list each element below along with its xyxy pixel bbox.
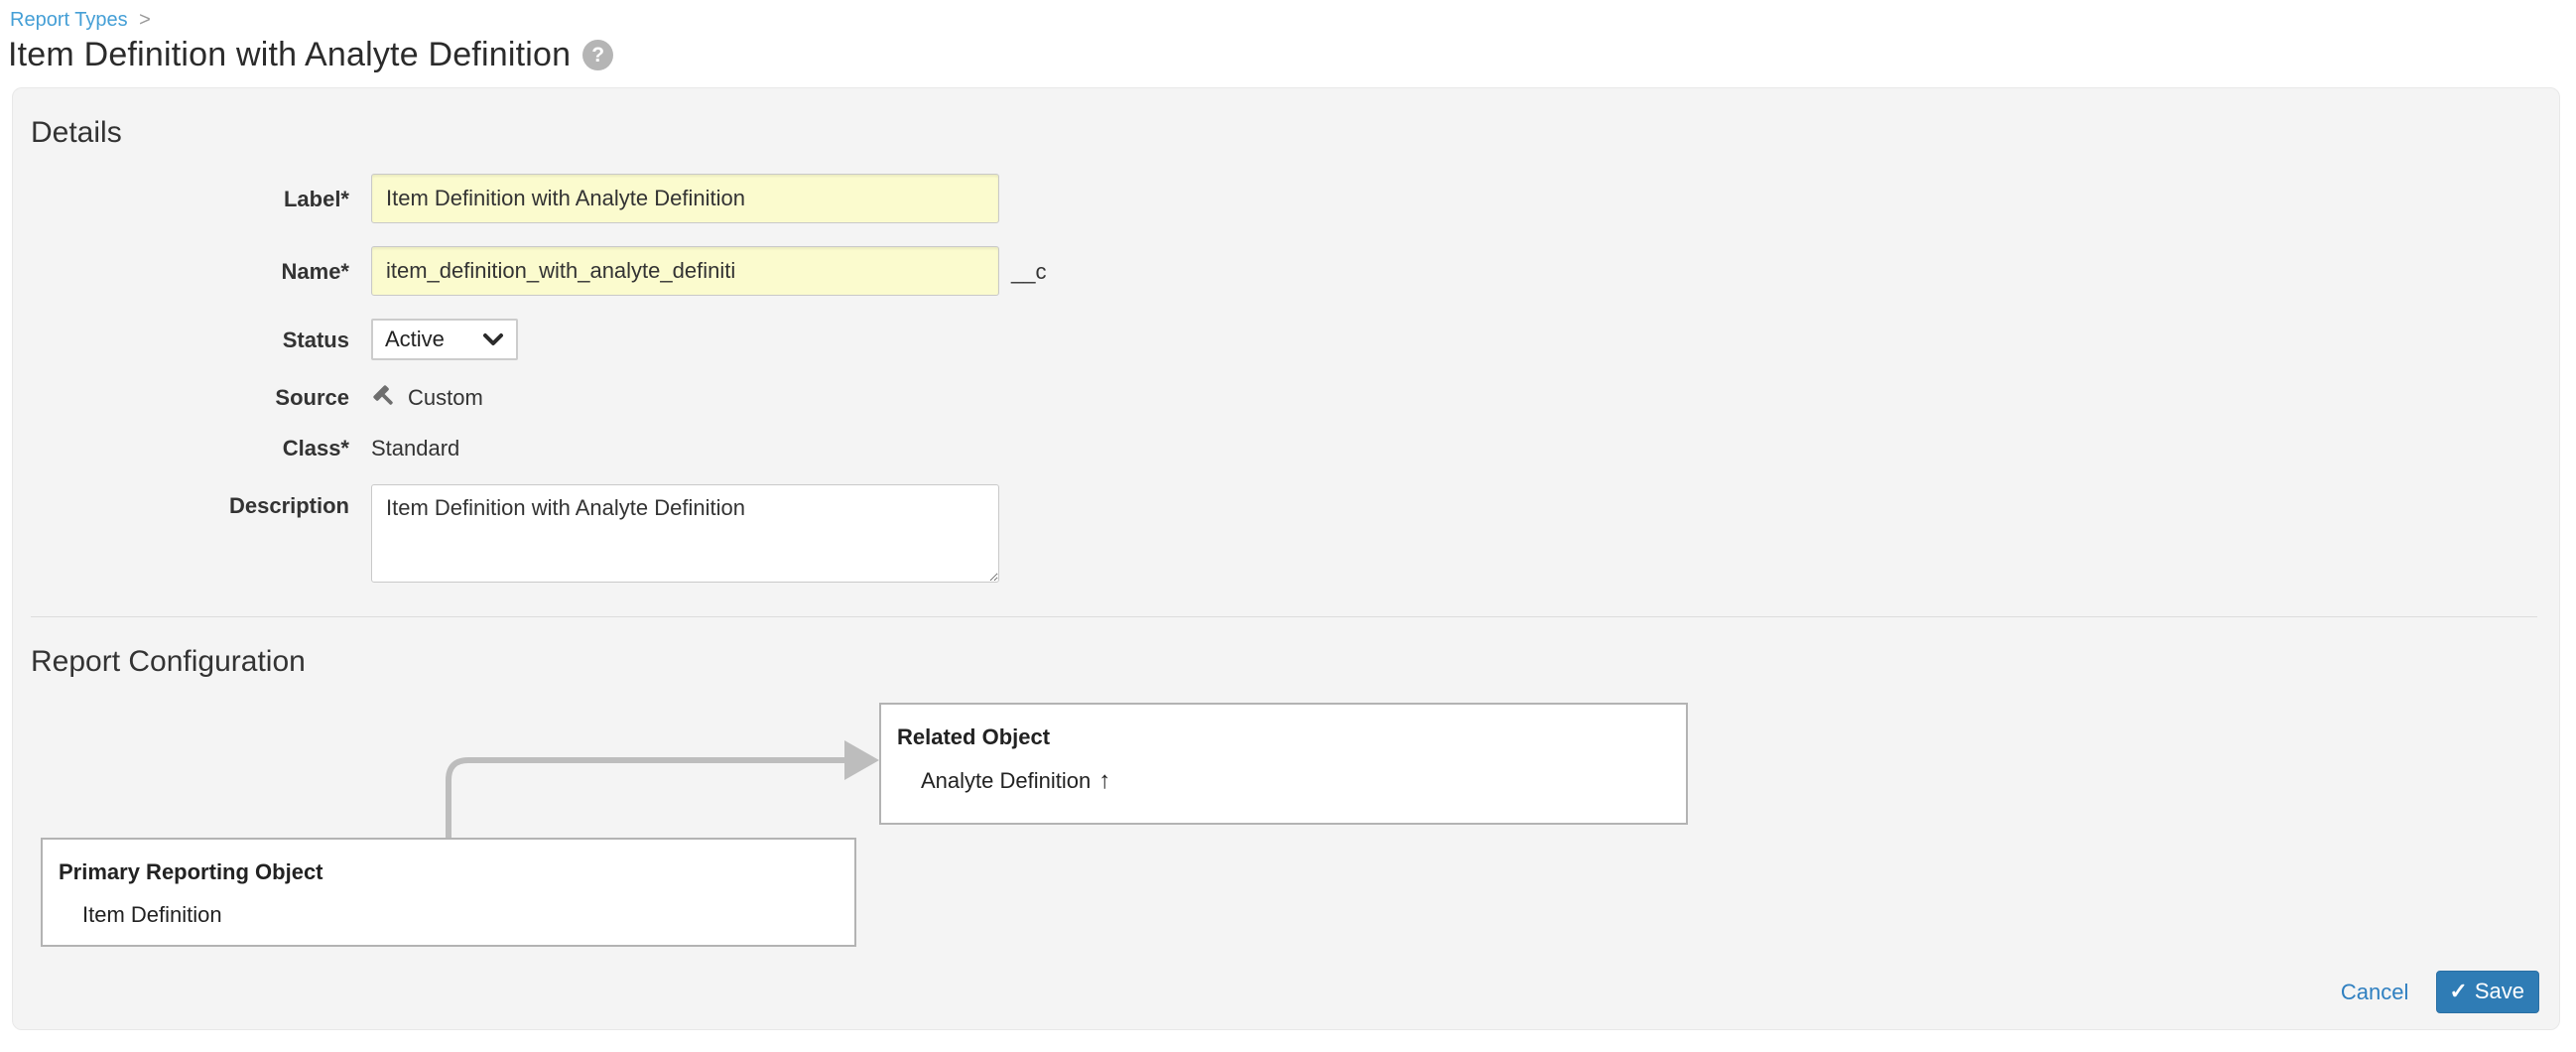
save-button[interactable]: ✓ Save: [2436, 971, 2539, 1013]
description-textarea[interactable]: Item Definition with Analyte Definition: [371, 484, 999, 583]
name-input[interactable]: [371, 246, 999, 296]
breadcrumb-report-types-link[interactable]: Report Types: [10, 9, 128, 31]
report-configuration-heading: Report Configuration: [31, 645, 306, 678]
up-arrow-icon: ↑: [1098, 767, 1111, 794]
source-row: Source Custom: [13, 383, 2559, 411]
label-row: Label*: [13, 174, 2559, 223]
class-value: Standard: [371, 436, 460, 460]
status-select[interactable]: Active: [371, 319, 518, 360]
primary-object-value: Item Definition: [82, 902, 222, 927]
help-icon[interactable]: ?: [582, 40, 614, 70]
status-row: Status Active: [13, 319, 2559, 360]
description-field-label: Description: [228, 493, 349, 518]
status-field-label: Status: [282, 328, 349, 352]
breadcrumb: Report Types >: [10, 8, 2576, 32]
source-value: Custom: [408, 385, 483, 410]
related-object-value: Analyte Definition: [921, 768, 1092, 793]
description-row: Description Item Definition with Analyte…: [13, 484, 2559, 583]
status-selected-value: Active: [385, 327, 445, 351]
related-object-title: Related Object: [897, 724, 1051, 749]
page-header: Report Types > Item Definition with Anal…: [0, 0, 2576, 74]
source-field-label: Source: [275, 385, 349, 410]
details-panel: Details Label* Name* __c Status Active: [12, 87, 2560, 1030]
class-row: Class* Standard: [13, 434, 2559, 461]
name-suffix: __c: [1011, 259, 1047, 284]
chevron-down-icon: [483, 333, 503, 345]
label-input[interactable]: [371, 174, 999, 223]
primary-reporting-object-box[interactable]: Primary Reporting Object Item Definition: [41, 838, 856, 947]
form-actions: Cancel ✓ Save: [2341, 971, 2539, 1013]
name-field-label: Name*: [281, 259, 349, 284]
breadcrumb-separator: >: [139, 9, 151, 31]
section-divider: [31, 616, 2537, 617]
page-title: Item Definition with Analyte Definition: [8, 36, 572, 73]
checkmark-icon: ✓: [2449, 979, 2468, 1003]
details-section-heading: Details: [31, 116, 122, 149]
report-configuration-diagram: Related Object Analyte Definition ↑ Prim…: [13, 681, 2559, 1018]
related-object-box[interactable]: Related Object Analyte Definition ↑: [879, 703, 1688, 825]
save-button-label: Save: [2474, 979, 2524, 1003]
details-form: Label* Name* __c Status Active: [13, 174, 2559, 583]
label-field-label: Label*: [283, 187, 349, 211]
cancel-button[interactable]: Cancel: [2340, 979, 2409, 1004]
primary-object-title: Primary Reporting Object: [59, 859, 323, 884]
name-row: Name* __c: [13, 246, 2559, 296]
hammer-icon: [373, 385, 393, 405]
class-field-label: Class*: [282, 436, 349, 460]
